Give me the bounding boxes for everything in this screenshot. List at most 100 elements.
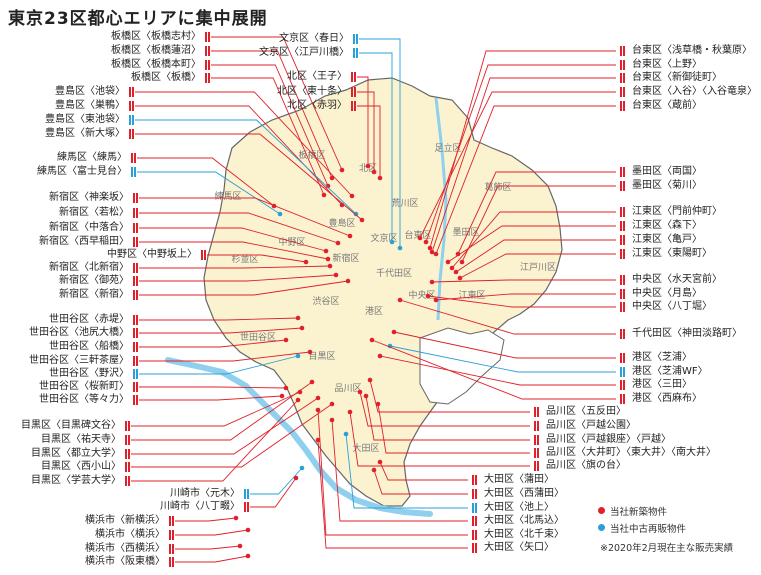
leader-line xyxy=(359,391,530,427)
ward-name: 大田区 xyxy=(352,442,379,454)
property-marker xyxy=(245,553,251,559)
leader-line xyxy=(139,280,349,296)
property-label: 目黒区〈目黒碑文谷〉 xyxy=(21,420,121,431)
property-label: 世田谷区〈池尻大橋〉 xyxy=(29,327,129,338)
property-marker xyxy=(327,263,333,269)
property-label: 練馬区〈富士見台〉 xyxy=(37,166,127,177)
leader-line xyxy=(139,355,299,375)
leader-line xyxy=(455,239,616,273)
ward-name: 練馬区 xyxy=(214,190,241,202)
leader-line xyxy=(365,395,530,441)
leader-line xyxy=(429,50,616,249)
leader-line xyxy=(457,171,616,255)
property-marker xyxy=(295,315,301,321)
property-marker xyxy=(433,251,439,257)
leader-line xyxy=(451,211,616,269)
leader-line xyxy=(175,545,241,550)
property-label: 大田区〈矢口〉 xyxy=(484,542,554,553)
leader-line xyxy=(379,355,616,386)
leader-line xyxy=(131,399,299,482)
leader-line xyxy=(139,212,339,244)
property-label: 品川区〈旗の台〉 xyxy=(546,460,626,471)
property-marker xyxy=(315,395,321,401)
property-label: 横浜市〈阪東橋〉 xyxy=(85,556,165,567)
property-label: 中央区〈八丁堀〉 xyxy=(632,301,712,312)
leader-line xyxy=(131,403,333,468)
property-marker xyxy=(321,192,327,198)
property-marker xyxy=(277,211,283,217)
property-marker xyxy=(307,349,313,355)
legend-used-label: 当社中古再販物件 xyxy=(610,523,687,535)
property-label: 横浜市〈西横浜〉 xyxy=(85,543,165,554)
ward-name: 台東区 xyxy=(404,229,431,241)
leader-line xyxy=(139,317,299,321)
ward-name: 墨田区 xyxy=(452,227,479,238)
leader-line xyxy=(393,331,616,359)
property-marker xyxy=(335,240,341,246)
property-label: 中央区〈水天宮前〉 xyxy=(632,274,722,285)
property-label: 世田谷区〈三軒茶屋〉 xyxy=(29,355,129,366)
leader-lines xyxy=(125,32,625,567)
property-marker xyxy=(347,409,353,415)
property-label: 中野区〈中野坂上〉 xyxy=(107,249,197,260)
property-marker xyxy=(377,175,383,181)
property-marker xyxy=(323,248,329,254)
leader-line xyxy=(357,91,375,172)
property-marker xyxy=(353,211,359,217)
leader-line xyxy=(139,351,311,362)
property-label: 大田区〈池上〉 xyxy=(484,502,554,513)
property-marker xyxy=(315,437,321,443)
leader-line xyxy=(139,241,329,260)
property-marker xyxy=(329,417,335,423)
leader-line xyxy=(139,386,287,389)
property-marker xyxy=(295,397,301,403)
property-marker xyxy=(417,235,423,241)
ward-name: 渋谷区 xyxy=(312,295,339,307)
leader-line xyxy=(317,409,468,536)
property-marker xyxy=(237,543,243,549)
property-marker xyxy=(325,183,331,189)
property-marker xyxy=(423,239,429,245)
leader-line xyxy=(345,433,468,509)
property-label: 新宿区〈北新宿〉 xyxy=(49,262,129,273)
property-marker xyxy=(325,256,331,262)
ward-name: 目黒区 xyxy=(308,351,335,362)
property-label: 江東区〈森下〉 xyxy=(632,220,702,231)
property-label: 千代田区〈神田淡路町〉 xyxy=(632,328,742,339)
property-label: 新宿区〈新宿〉 xyxy=(59,289,129,300)
property-marker xyxy=(377,353,383,359)
property-marker xyxy=(397,297,403,303)
property-label: 新宿区〈中落合〉 xyxy=(49,222,129,233)
property-marker xyxy=(457,275,463,281)
property-marker xyxy=(377,459,383,465)
property-marker xyxy=(365,163,371,169)
ward-name: 豊島区 xyxy=(328,217,355,229)
property-label: 目黒区〈学芸大学〉 xyxy=(31,475,121,486)
ward-name: 板橋区 xyxy=(298,149,325,161)
property-marker xyxy=(347,233,353,239)
property-label: 北区〈王子〉 xyxy=(287,71,347,82)
property-marker xyxy=(283,337,289,343)
property-label: 台東区〈入谷〉〈入谷竜泉〉 xyxy=(632,86,757,97)
leader-line xyxy=(447,225,616,263)
property-marker xyxy=(459,259,465,265)
leader-line xyxy=(175,555,249,563)
leader-line xyxy=(139,265,331,269)
property-marker xyxy=(427,245,433,251)
property-marker xyxy=(445,259,451,265)
property-marker xyxy=(329,175,335,181)
property-marker xyxy=(329,401,335,407)
property-label: 北区〈東十条〉 xyxy=(277,86,347,97)
leader-line xyxy=(139,327,303,334)
property-marker xyxy=(389,239,395,245)
leader-line xyxy=(431,279,616,283)
leader-line xyxy=(211,50,333,179)
property-label: 新宿区〈御苑〉 xyxy=(59,275,129,286)
property-marker xyxy=(303,259,309,265)
property-marker xyxy=(359,217,365,223)
property-marker xyxy=(283,385,289,391)
leader-line xyxy=(139,197,351,237)
property-label: 品川区〈大井町〉〈東大井〉〈南大井〉 xyxy=(546,447,716,458)
leader-line xyxy=(389,345,616,373)
property-label: 品川区〈戸越銀座〉〈戸越〉 xyxy=(546,434,671,445)
